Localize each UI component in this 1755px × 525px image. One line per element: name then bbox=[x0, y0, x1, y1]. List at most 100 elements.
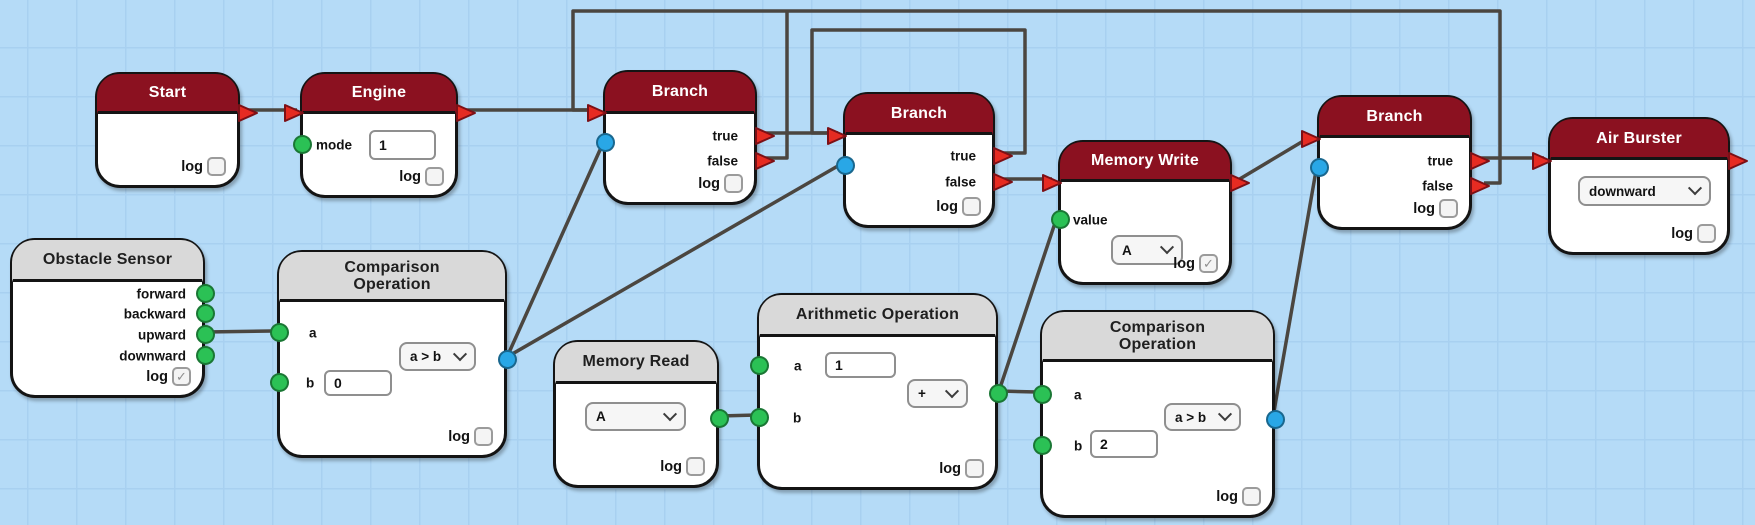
wire-comparison1-to-branch2-condition[interactable] bbox=[506, 161, 844, 359]
log-checkbox[interactable] bbox=[686, 457, 705, 476]
log-checkbox[interactable]: ✓ bbox=[172, 367, 191, 386]
wire-arithmetic-to-memory-write-value[interactable] bbox=[997, 216, 1059, 392]
condition-in-port[interactable] bbox=[836, 156, 855, 175]
b-value-input[interactable]: 0 bbox=[324, 370, 392, 396]
exec-in-port[interactable] bbox=[586, 103, 608, 123]
wire-memory-write-to-branch3[interactable] bbox=[1237, 135, 1311, 182]
log-label: log bbox=[399, 168, 421, 185]
exec-in-port[interactable] bbox=[283, 103, 305, 123]
backward-out-port[interactable] bbox=[196, 304, 215, 323]
exec-out-false-port[interactable] bbox=[754, 151, 776, 171]
node-title: Engine bbox=[302, 74, 456, 114]
exec-in-port[interactable] bbox=[826, 126, 848, 146]
exec-in-port[interactable] bbox=[1041, 173, 1063, 193]
log-row: log bbox=[1671, 224, 1716, 243]
exec-out-false-port[interactable] bbox=[1469, 176, 1491, 196]
true-out-label: true bbox=[950, 148, 976, 164]
memory-read-dropdown[interactable]: A bbox=[585, 402, 686, 431]
log-checkbox[interactable] bbox=[962, 197, 981, 216]
value-in-port[interactable] bbox=[1051, 210, 1070, 229]
node-title: Air Burster bbox=[1550, 119, 1728, 160]
downward-out-port[interactable] bbox=[196, 346, 215, 365]
log-checkbox[interactable] bbox=[1439, 199, 1458, 218]
forward-out-label: forward bbox=[136, 286, 186, 302]
result-out-port[interactable] bbox=[989, 384, 1008, 403]
result-out-port[interactable] bbox=[710, 409, 729, 428]
memory-write-dropdown[interactable]: A bbox=[1111, 235, 1183, 265]
log-row: log✓ bbox=[1173, 254, 1218, 273]
a-in-port[interactable] bbox=[750, 356, 769, 375]
dropdown-value: A bbox=[596, 409, 606, 424]
wire-loopback-branch3-false-to-branch1[interactable] bbox=[571, 9, 1502, 185]
wire-branch2-true-self-loop[interactable] bbox=[810, 28, 1027, 155]
false-out-label: false bbox=[1422, 178, 1453, 194]
exec-out-next-port[interactable] bbox=[237, 103, 259, 123]
log-checkbox[interactable] bbox=[724, 174, 743, 193]
true-out-label: true bbox=[1427, 153, 1453, 169]
node-title: Comparison Operation bbox=[1042, 312, 1273, 362]
log-checkbox[interactable] bbox=[474, 427, 493, 446]
condition-in-port[interactable] bbox=[596, 133, 615, 152]
wire-comparison2-to-branch3-condition[interactable] bbox=[1271, 164, 1319, 418]
log-checkbox[interactable] bbox=[1242, 487, 1261, 506]
exec-in-port[interactable] bbox=[1531, 151, 1553, 171]
forward-out-port[interactable] bbox=[196, 284, 215, 303]
checkmark-icon: ✓ bbox=[1203, 256, 1214, 271]
exec-out-next-port[interactable] bbox=[455, 103, 477, 123]
result-out-port[interactable] bbox=[498, 350, 517, 369]
a-in-port[interactable] bbox=[1033, 385, 1052, 404]
false-out-label: false bbox=[707, 153, 738, 169]
condition-in-port[interactable] bbox=[1310, 158, 1329, 177]
arithmetic-dropdown[interactable]: + bbox=[907, 379, 968, 408]
a-in-port[interactable] bbox=[270, 323, 289, 342]
log-row: log bbox=[936, 197, 981, 216]
wire-sensor-upward-to-comparison1-a[interactable] bbox=[204, 329, 273, 334]
b-in-port[interactable] bbox=[1033, 436, 1052, 455]
b-in-port[interactable] bbox=[270, 373, 289, 392]
mode-value-input[interactable]: 1 bbox=[369, 130, 436, 160]
log-row: log bbox=[448, 427, 493, 446]
a-value-input[interactable]: 1 bbox=[825, 352, 896, 378]
air-burster-dropdown[interactable]: downward bbox=[1578, 176, 1711, 206]
wire-comparison1-to-branch1-condition[interactable] bbox=[505, 140, 606, 358]
upward-out-port[interactable] bbox=[196, 325, 215, 344]
chevron-down-icon bbox=[452, 346, 468, 361]
exec-out-true-port[interactable] bbox=[1469, 151, 1491, 171]
comparison-2-dropdown[interactable]: a > b bbox=[1164, 403, 1241, 431]
log-checkbox[interactable] bbox=[1697, 224, 1716, 243]
log-checkbox[interactable] bbox=[207, 157, 226, 176]
exec-out-next-port[interactable] bbox=[1229, 173, 1251, 193]
result-out-port[interactable] bbox=[1266, 410, 1285, 429]
exec-out-next-port[interactable] bbox=[1727, 151, 1749, 171]
b-in-port[interactable] bbox=[750, 408, 769, 427]
exec-in-port[interactable] bbox=[1300, 129, 1322, 149]
b-value-input[interactable]: 2 bbox=[1090, 430, 1158, 458]
exec-out-false-port[interactable] bbox=[992, 172, 1014, 192]
exec-out-true-port[interactable] bbox=[754, 126, 776, 146]
true-out-label: true bbox=[712, 128, 738, 144]
log-label: log bbox=[1413, 200, 1435, 217]
mode-in-port[interactable] bbox=[293, 135, 312, 154]
a-in-label: a bbox=[794, 358, 802, 374]
chevron-down-icon bbox=[1159, 240, 1175, 255]
dropdown-value: a > b bbox=[1175, 409, 1207, 425]
log-checkbox[interactable]: ✓ bbox=[1199, 254, 1218, 273]
log-row: log bbox=[660, 457, 705, 476]
node-air-burster[interactable]: Air Burster downward log bbox=[1532, 117, 1748, 255]
comparison-1-dropdown[interactable]: a > b bbox=[399, 342, 476, 371]
log-checkbox[interactable] bbox=[965, 459, 984, 478]
log-checkbox[interactable] bbox=[425, 167, 444, 186]
exec-out-true-port[interactable] bbox=[992, 146, 1014, 166]
